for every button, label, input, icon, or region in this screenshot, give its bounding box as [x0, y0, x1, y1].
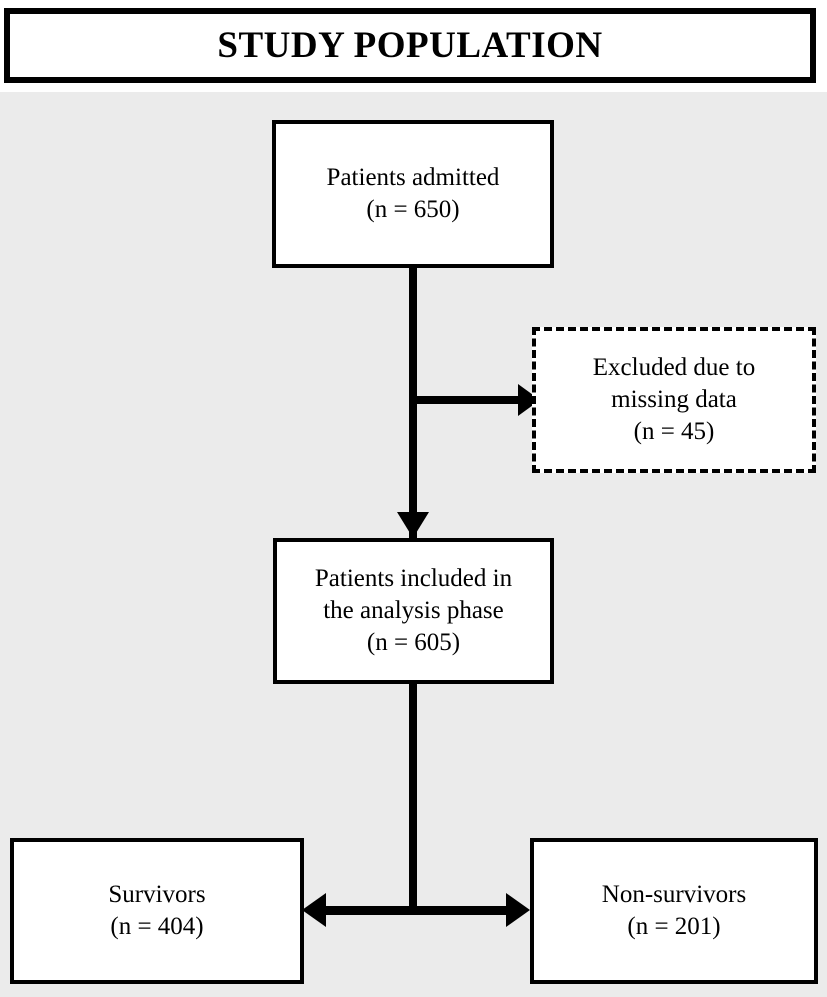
- node-count-line: (n = 45): [633, 418, 715, 445]
- node-patients-included: Patients included in the analysis phase …: [273, 538, 554, 684]
- figure-title-banner: STUDY POPULATION: [4, 8, 816, 83]
- connector-included-to-outcomes: [409, 683, 417, 911]
- flowchart-canvas: Patients admitted (n = 650) Excluded due…: [0, 92, 827, 997]
- node-count-line: (n = 404): [110, 913, 204, 940]
- node-label-line: Excluded due to: [592, 354, 756, 381]
- node-non-survivors: Non-survivors (n = 201): [530, 838, 818, 984]
- node-label-line: Patients included in: [314, 565, 513, 592]
- node-survivors: Survivors (n = 404): [10, 838, 304, 984]
- node-label-line-2: missing data: [611, 386, 737, 413]
- node-label-line: Patients admitted: [326, 164, 500, 191]
- connector-outcome-split: [318, 906, 510, 915]
- node-patients-admitted: Patients admitted (n = 650): [272, 120, 554, 268]
- node-count-line: (n = 201): [627, 913, 721, 940]
- node-label-line: Non-survivors: [601, 881, 747, 908]
- connector-admitted-to-excluded: [413, 396, 521, 404]
- node-label-line: Survivors: [108, 881, 206, 908]
- page-title: STUDY POPULATION: [217, 25, 603, 66]
- arrowhead-left-icon: [302, 893, 326, 927]
- arrowhead-down-icon: [397, 512, 429, 538]
- node-label-line-2: the analysis phase: [323, 597, 504, 624]
- node-excluded-missing-data: Excluded due to missing data (n = 45): [532, 327, 816, 473]
- node-count-line: (n = 605): [366, 629, 461, 656]
- node-count-line: (n = 650): [366, 196, 460, 223]
- arrowhead-right-icon-2: [506, 893, 530, 927]
